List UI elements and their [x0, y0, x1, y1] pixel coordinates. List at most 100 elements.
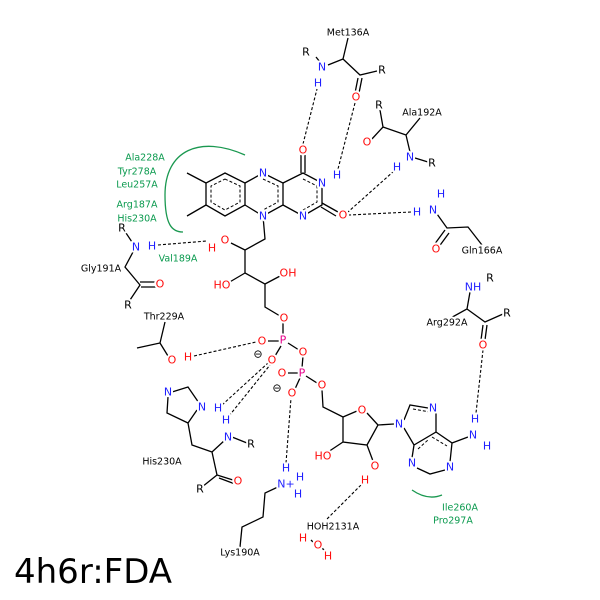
atom-n3-adenine: N: [408, 457, 416, 470]
atom-r: R: [503, 307, 511, 320]
atom-o-p2-a: O: [278, 367, 287, 380]
label-arg187: Arg187A: [117, 200, 158, 211]
label-leu257: Leu257A: [116, 180, 158, 191]
residue-bonds: [124, 37, 504, 553]
atom-o2: O: [339, 209, 348, 222]
atom-lys190-nz: N+: [277, 478, 294, 491]
atom-n7: N: [429, 402, 437, 415]
atom-thr229-o: O: [168, 354, 177, 367]
atom-his230-ne: N: [198, 401, 206, 414]
atom-lys190-h2: H: [296, 471, 304, 484]
atom-lys190-h1: H: [282, 462, 290, 475]
ligand-bonds: [186, 155, 469, 475]
atom-o-bridge: O: [299, 346, 308, 359]
atom-o-p1-a: O: [258, 335, 267, 348]
atom-met136-n: N: [318, 61, 326, 74]
atom-water-o: O: [314, 539, 323, 552]
residue-labels: Met136A Ala192A Gln166A Gly191A Thr229A …: [79, 26, 505, 561]
atom-o4-ribityl: OH: [280, 267, 297, 280]
atom-h2-ribose: H: [361, 474, 369, 487]
label-val189: Val189A: [159, 254, 198, 265]
label-ile260: Ile260A: [442, 503, 478, 514]
atom-his230-n: N: [224, 431, 232, 444]
diagram-title: 4h6r:FDA: [14, 552, 172, 592]
label-arg292: Arg292A: [427, 318, 468, 329]
atom-gln166-n: N: [429, 204, 437, 217]
hydrogen-bonds: [157, 88, 484, 521]
atom-gly191-h: H: [148, 240, 156, 253]
atom-o-p2-b: O: [288, 387, 297, 400]
atom-water-h2: H: [324, 550, 332, 563]
label-tyr278: Tyr278A: [117, 167, 157, 178]
atom-r: R: [375, 99, 383, 112]
label-thr229: Thr229A: [143, 312, 185, 323]
atom-h-ribityl: H: [208, 242, 216, 255]
atom-n1-adenine: N: [446, 461, 454, 474]
atom-water-h1: H: [299, 532, 307, 545]
charge-minus-1: ⊖: [253, 348, 262, 361]
atom-gly191-o: O: [156, 278, 165, 291]
atom-o3-ribityl: HO: [214, 279, 231, 292]
atom-n5: N: [259, 167, 267, 180]
label-gln166: Gln166A: [462, 246, 503, 257]
atom-his230-he: H: [214, 402, 222, 415]
atom-p1: P: [280, 334, 287, 347]
atom-ala192-n: N: [406, 151, 414, 164]
atom-o-p1-b: O: [268, 354, 277, 367]
atom-met136-h: H: [314, 77, 322, 90]
atom-gln166-h1: H: [437, 188, 445, 201]
atom-r: R: [378, 64, 386, 77]
atom-n6: N: [469, 429, 477, 442]
atom-n1: N: [299, 210, 307, 223]
atom-o4-ribose: O: [358, 404, 367, 417]
label-ala228: Ala228A: [125, 153, 165, 164]
atom-gln166-h2: H: [413, 206, 421, 219]
atom-r: R: [428, 157, 436, 170]
label-pro297: Pro297A: [433, 516, 473, 527]
label-lys190: Lys190A: [220, 548, 260, 559]
ligand-atoms: N N N N H O O O H HO OH O P O O ⊖ O P O …: [206, 142, 493, 489]
atom-n9: N: [395, 418, 403, 431]
atom-r: R: [118, 222, 126, 235]
atom-gln166-o: O: [432, 243, 441, 256]
atom-r: R: [486, 272, 494, 285]
charge-minus-2: ⊖: [272, 382, 281, 395]
hydrophobic-arc-right: [411, 489, 443, 498]
atom-o5-ribityl: O: [280, 312, 289, 325]
atom-arg292-nh: NH: [465, 281, 482, 294]
atom-gly191-n: N: [132, 241, 140, 254]
atom-his230-h: H: [222, 414, 230, 427]
atom-lys190-h3: H: [294, 488, 302, 501]
atom-o5-ribose: O: [318, 379, 327, 392]
atom-h3: H: [333, 169, 341, 182]
atom-his230-o: O: [234, 475, 243, 488]
label-ala192: Ala192A: [402, 108, 442, 119]
atom-h6a: H: [471, 413, 479, 426]
atom-ala192-o: O: [363, 136, 372, 149]
atom-ala192-h: H: [393, 161, 401, 174]
atom-o2-ribityl: O: [221, 234, 230, 247]
atom-r: R: [302, 46, 310, 59]
atom-his230-nd: N: [164, 386, 172, 399]
atom-o3-ribose: HO: [315, 450, 332, 463]
atom-o4: O: [299, 144, 308, 157]
label-his230-hydrophobic: His230A: [117, 214, 157, 225]
label-his230: His230A: [142, 457, 182, 468]
atom-thr229-h: H: [184, 351, 192, 364]
atom-o2-ribose: O: [371, 460, 380, 473]
residue-atoms: R N H R O R O N H R N H H O R N H O R O …: [116, 44, 513, 565]
atom-h6b: H: [483, 440, 491, 453]
label-gly191: Gly191A: [81, 264, 122, 275]
atom-r: R: [247, 438, 255, 451]
atom-r: R: [196, 483, 204, 496]
atom-met136-o: O: [352, 91, 361, 104]
label-hoh2131: HOH2131A: [307, 522, 360, 533]
atom-r: R: [124, 299, 132, 312]
atom-n3: N: [318, 177, 326, 190]
hydrophobic-arc-left: [164, 145, 246, 233]
atom-p2: P: [299, 367, 306, 380]
atom-arg292-o: O: [479, 339, 488, 352]
atom-n10: N: [259, 210, 267, 223]
